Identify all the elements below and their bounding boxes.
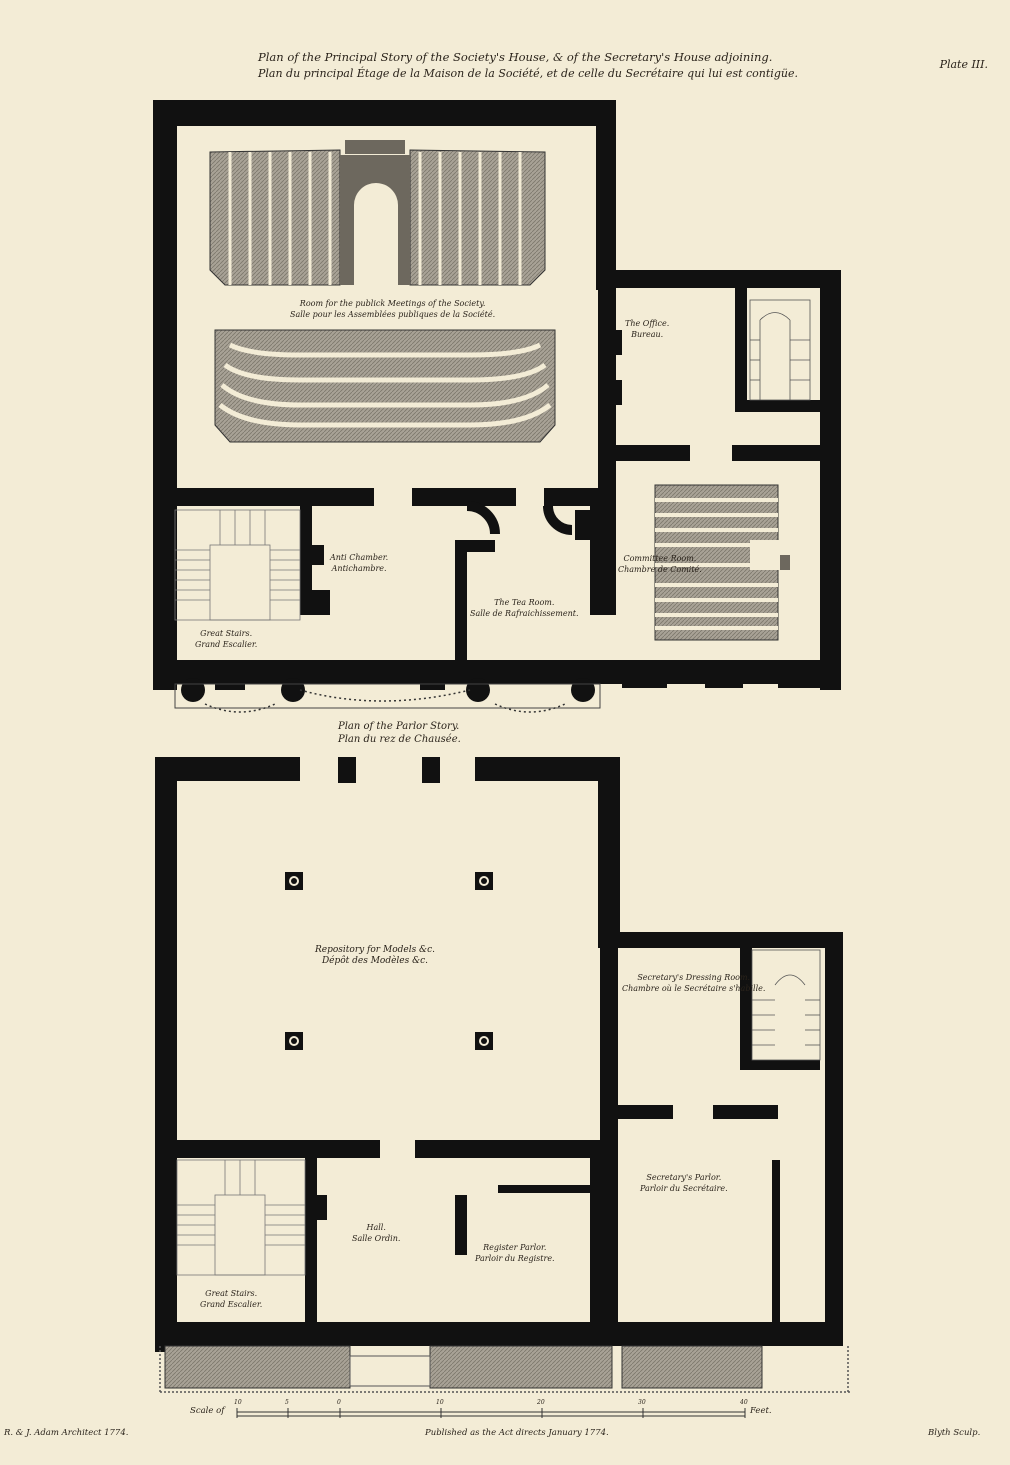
upper-seating-tiers bbox=[209, 140, 546, 286]
scale-tick-label: 30 bbox=[638, 1399, 646, 1406]
great-stairs-upper bbox=[174, 509, 301, 621]
lower-seating-tiers bbox=[214, 329, 556, 443]
front-areas bbox=[159, 1345, 850, 1393]
scale-tick-label: 10 bbox=[436, 1399, 444, 1406]
room-label-register-parlor: Register Parlor.Parloir du Registre. bbox=[475, 1243, 555, 1263]
parlor-story-plan bbox=[155, 757, 843, 1352]
architect-credit: R. & J. Adam Architect 1774. bbox=[4, 1428, 129, 1438]
room-label-hall: Hall.Salle Ordin. bbox=[352, 1223, 401, 1243]
committee-seating bbox=[654, 484, 790, 641]
scale-tick-label: 20 bbox=[537, 1399, 545, 1406]
great-stairs-lower bbox=[176, 1159, 306, 1276]
room-label-meeting-room: Room for the publick Meetings of the Soc… bbox=[290, 299, 496, 319]
room-label-great-stairs-lower: Great Stairs.Grand Escalier. bbox=[200, 1289, 263, 1309]
plate-number: Plate III. bbox=[939, 58, 988, 71]
room-label-repository: Repository for Models &c.Dépôt des Modèl… bbox=[315, 945, 435, 966]
room-label-committee-room: Committee Room.Chambre de Comité. bbox=[618, 554, 702, 574]
room-label-great-stairs-upper: Great Stairs.Grand Escalier. bbox=[195, 629, 258, 649]
room-label-dressing-room: Secretary's Dressing Room.Chambre où le … bbox=[622, 973, 766, 993]
repository-piers bbox=[285, 872, 493, 1050]
office-stair bbox=[749, 299, 811, 401]
scale-tick-label: 5 bbox=[285, 1399, 289, 1406]
scale-tick-label: 0 bbox=[337, 1399, 341, 1406]
room-label-secretary-parlor: Secretary's Parlor.Parloir du Secrétaire… bbox=[640, 1173, 728, 1193]
secretary-stair bbox=[751, 949, 821, 1061]
plan-title-french: Plan du principal Étage de la Maison de … bbox=[258, 67, 798, 80]
room-label-anti-chamber: Anti Chamber.Antichambre. bbox=[330, 553, 389, 573]
scale-feet-label: Feet. bbox=[750, 1406, 772, 1416]
room-label-tea-room: The Tea Room.Salle de Rafraichissement. bbox=[470, 598, 579, 618]
plan-title-english: Plan of the Principal Story of the Socie… bbox=[258, 50, 773, 64]
room-label-office: The Office.Bureau. bbox=[625, 319, 670, 339]
principal-story-plan bbox=[153, 100, 841, 702]
scale-tick-label: 10 bbox=[234, 1399, 242, 1406]
engraver-credit: Blyth Sculp. bbox=[928, 1428, 981, 1438]
scale-label: Scale of bbox=[190, 1406, 225, 1416]
publication-note: Published as the Act directs January 177… bbox=[425, 1428, 609, 1438]
scale-bar bbox=[236, 1408, 746, 1418]
scale-tick-label: 40 bbox=[740, 1399, 748, 1406]
parlor-story-subtitle: Plan of the Parlor Story.Plan du rez de … bbox=[338, 721, 461, 745]
